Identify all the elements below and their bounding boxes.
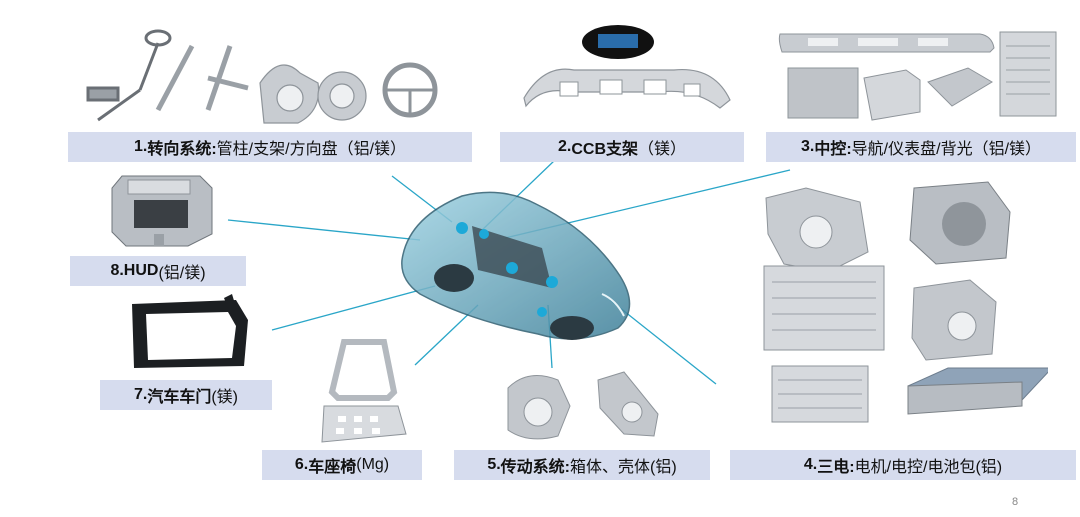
hud-unit-icon xyxy=(111,175,213,247)
label-hud: 8. HUD(铝/镁) xyxy=(70,256,246,286)
label-title: 转向系统: xyxy=(147,141,217,158)
label-title: 三电: xyxy=(817,459,855,476)
label-detail: （镁） xyxy=(638,141,687,158)
connector-door xyxy=(271,285,436,331)
label-car-door: 7.汽车车门(镁) xyxy=(100,380,272,410)
label-transmission: 5.传动系统: 箱体、壳体(铝) xyxy=(454,450,710,480)
label-title: 车座椅 xyxy=(308,459,357,476)
label-number: 3. xyxy=(800,138,815,155)
label-number: 8. xyxy=(110,262,124,279)
label-detail: 箱体、壳体(铝) xyxy=(570,459,677,476)
page-number: 8 xyxy=(1012,496,1019,508)
label-title: 传动系统: xyxy=(500,459,570,476)
connector-hud xyxy=(227,219,421,241)
label-number: 1. xyxy=(133,138,148,155)
label-number: 6. xyxy=(294,456,309,473)
label-number: 7. xyxy=(133,386,148,403)
label-number: 4. xyxy=(803,456,818,473)
label-car-seat: 6.车座椅(Mg) xyxy=(262,450,422,480)
label-detail: (Mg) xyxy=(356,456,390,473)
label-detail: 导航/仪表盘/背光（铝/镁） xyxy=(851,141,1042,158)
label-title: 汽车车门 xyxy=(147,389,212,406)
navigation-frame-icon xyxy=(778,31,1057,121)
seat-frame-icon xyxy=(321,339,407,443)
battery-pack-icon xyxy=(907,367,1048,415)
label-detail: 电机/电控/电池包(铝) xyxy=(854,459,1003,476)
door-frame-icon xyxy=(132,294,248,368)
steering-column-icon xyxy=(86,29,438,124)
label-center-console: 3.中控: 导航/仪表盘/背光（铝/镁） xyxy=(766,132,1076,162)
label-electric-drive: 4.三电: 电机/电控/电池包(铝) xyxy=(730,450,1076,480)
ccb-bracket-icon xyxy=(523,25,731,109)
label-title: CCB支架 xyxy=(571,141,638,158)
gearbox-housing-icon xyxy=(507,371,659,440)
motor-housing-icon xyxy=(763,181,1048,423)
label-number: 5. xyxy=(487,456,501,473)
label-detail: (镁) xyxy=(211,389,239,406)
label-detail: (铝/镁) xyxy=(158,265,206,282)
label-title: HUD xyxy=(123,262,159,279)
label-detail: 管柱/支架/方向盘（铝/镁） xyxy=(216,141,407,158)
label-number: 2. xyxy=(557,138,572,155)
car-xray-icon xyxy=(401,191,631,340)
label-title: 中控: xyxy=(814,141,852,158)
label-steering-system: 1.转向系统: 管柱/支架/方向盘（铝/镁） xyxy=(68,132,472,162)
label-ccb-bracket: 2.CCB支架 （镁） xyxy=(500,132,744,162)
